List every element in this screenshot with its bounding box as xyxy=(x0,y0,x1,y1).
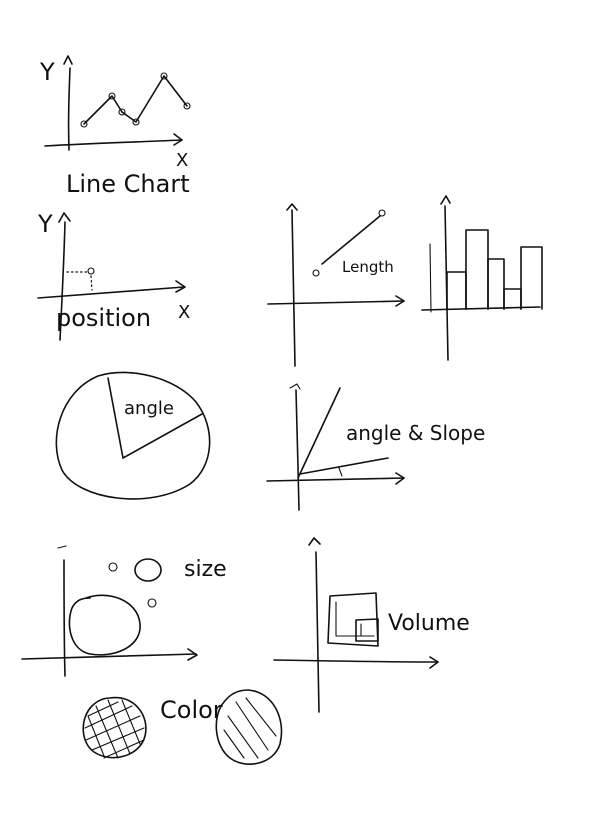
bar-chart-left-bracket xyxy=(429,243,432,313)
pie-angle-label: angle xyxy=(124,398,174,419)
color-swatch-crosshatched xyxy=(82,696,147,759)
color-swatch-crosshatch-strokes xyxy=(84,699,145,759)
line-chart-point xyxy=(160,72,168,80)
length-segment xyxy=(321,215,381,265)
volume-chart-sketch: Volume xyxy=(273,537,470,713)
slope-chart-sketch: angle & Slope xyxy=(266,383,485,511)
line-chart-y-axis xyxy=(67,67,71,151)
volume-y-axis xyxy=(315,551,320,713)
size-bubble-tiny xyxy=(108,562,118,572)
volume-label: Volume xyxy=(388,611,470,636)
slope-shallow-line xyxy=(299,457,389,475)
bar-chart-x-axis xyxy=(421,306,541,311)
slope-steep-line xyxy=(297,387,341,479)
volume-cube-inner xyxy=(355,618,379,642)
line-chart-point xyxy=(108,92,116,100)
size-label: size xyxy=(184,557,227,582)
color-label: Color xyxy=(160,696,223,724)
volume-x-axis xyxy=(273,659,439,663)
bar-chart-y-arrowhead xyxy=(440,195,451,205)
volume-cube-outer xyxy=(327,592,379,647)
bar-chart-bar xyxy=(446,271,467,310)
pie-chart-sketch: angle xyxy=(55,371,211,500)
size-chart-sketch: size xyxy=(21,545,227,677)
line-chart-point xyxy=(183,102,191,110)
size-x-arrowhead xyxy=(187,648,198,661)
line-chart-x-arrowhead xyxy=(173,133,183,146)
position-x-arrowhead xyxy=(175,280,186,293)
bar-chart-bar xyxy=(503,288,522,310)
position-y-arrowhead xyxy=(58,212,71,223)
size-bubble-small xyxy=(147,598,157,608)
bar-chart-bar xyxy=(465,229,489,310)
line-chart-y-arrowhead xyxy=(63,55,73,65)
line-chart-y-label: Y xyxy=(39,58,55,86)
size-y-axis xyxy=(63,559,66,677)
length-chart-sketch: Length xyxy=(267,203,405,367)
length-segment-start xyxy=(312,269,320,277)
position-point xyxy=(87,267,95,275)
bar-chart-bar xyxy=(487,258,505,310)
pie-slice-edge-left xyxy=(107,377,124,459)
color-swatches-sketch: Color xyxy=(82,689,283,765)
size-x-axis xyxy=(21,653,197,660)
line-chart-point xyxy=(132,118,140,126)
position-y-label: Y xyxy=(37,210,53,238)
length-x-arrowhead xyxy=(395,295,405,307)
line-chart-point xyxy=(80,120,88,128)
pie-outline xyxy=(55,371,211,500)
length-y-axis xyxy=(291,209,296,367)
size-bubble-medium xyxy=(134,558,162,582)
length-segment-end xyxy=(378,209,386,217)
line-chart-series-line xyxy=(83,75,188,125)
volume-x-arrowhead xyxy=(429,656,439,669)
slope-x-axis xyxy=(266,477,405,482)
line-chart-sketch: Y X Line Chart xyxy=(39,55,191,198)
position-guide-vertical xyxy=(90,275,93,291)
slope-x-arrowhead xyxy=(395,472,405,485)
line-chart-x-axis xyxy=(44,139,183,147)
line-chart-title: Line Chart xyxy=(66,170,190,198)
line-chart-point xyxy=(118,108,126,116)
pie-slice-edge-right xyxy=(122,413,203,459)
position-x-label: X xyxy=(178,302,190,323)
length-x-axis xyxy=(267,300,405,305)
slope-y-axis xyxy=(295,389,300,511)
slope-angle-tick xyxy=(338,467,343,477)
size-y-cap xyxy=(57,545,67,549)
color-swatch-lined xyxy=(215,689,283,765)
line-chart-x-label: X xyxy=(176,150,188,171)
bar-chart-bar xyxy=(520,246,543,310)
position-chart-sketch: Y X position xyxy=(37,210,190,341)
position-x-axis xyxy=(37,286,185,299)
length-y-arrowhead xyxy=(286,203,298,211)
bar-chart-sketch xyxy=(421,195,543,361)
color-swatch-line-strokes xyxy=(223,697,277,759)
position-title: position xyxy=(56,304,151,332)
size-bubble-large xyxy=(68,594,141,656)
slope-label: angle & Slope xyxy=(346,421,485,445)
length-label: Length xyxy=(342,258,394,276)
position-y-axis xyxy=(59,221,66,341)
volume-y-arrowhead xyxy=(308,537,321,546)
slope-y-arrowhead xyxy=(289,383,301,390)
